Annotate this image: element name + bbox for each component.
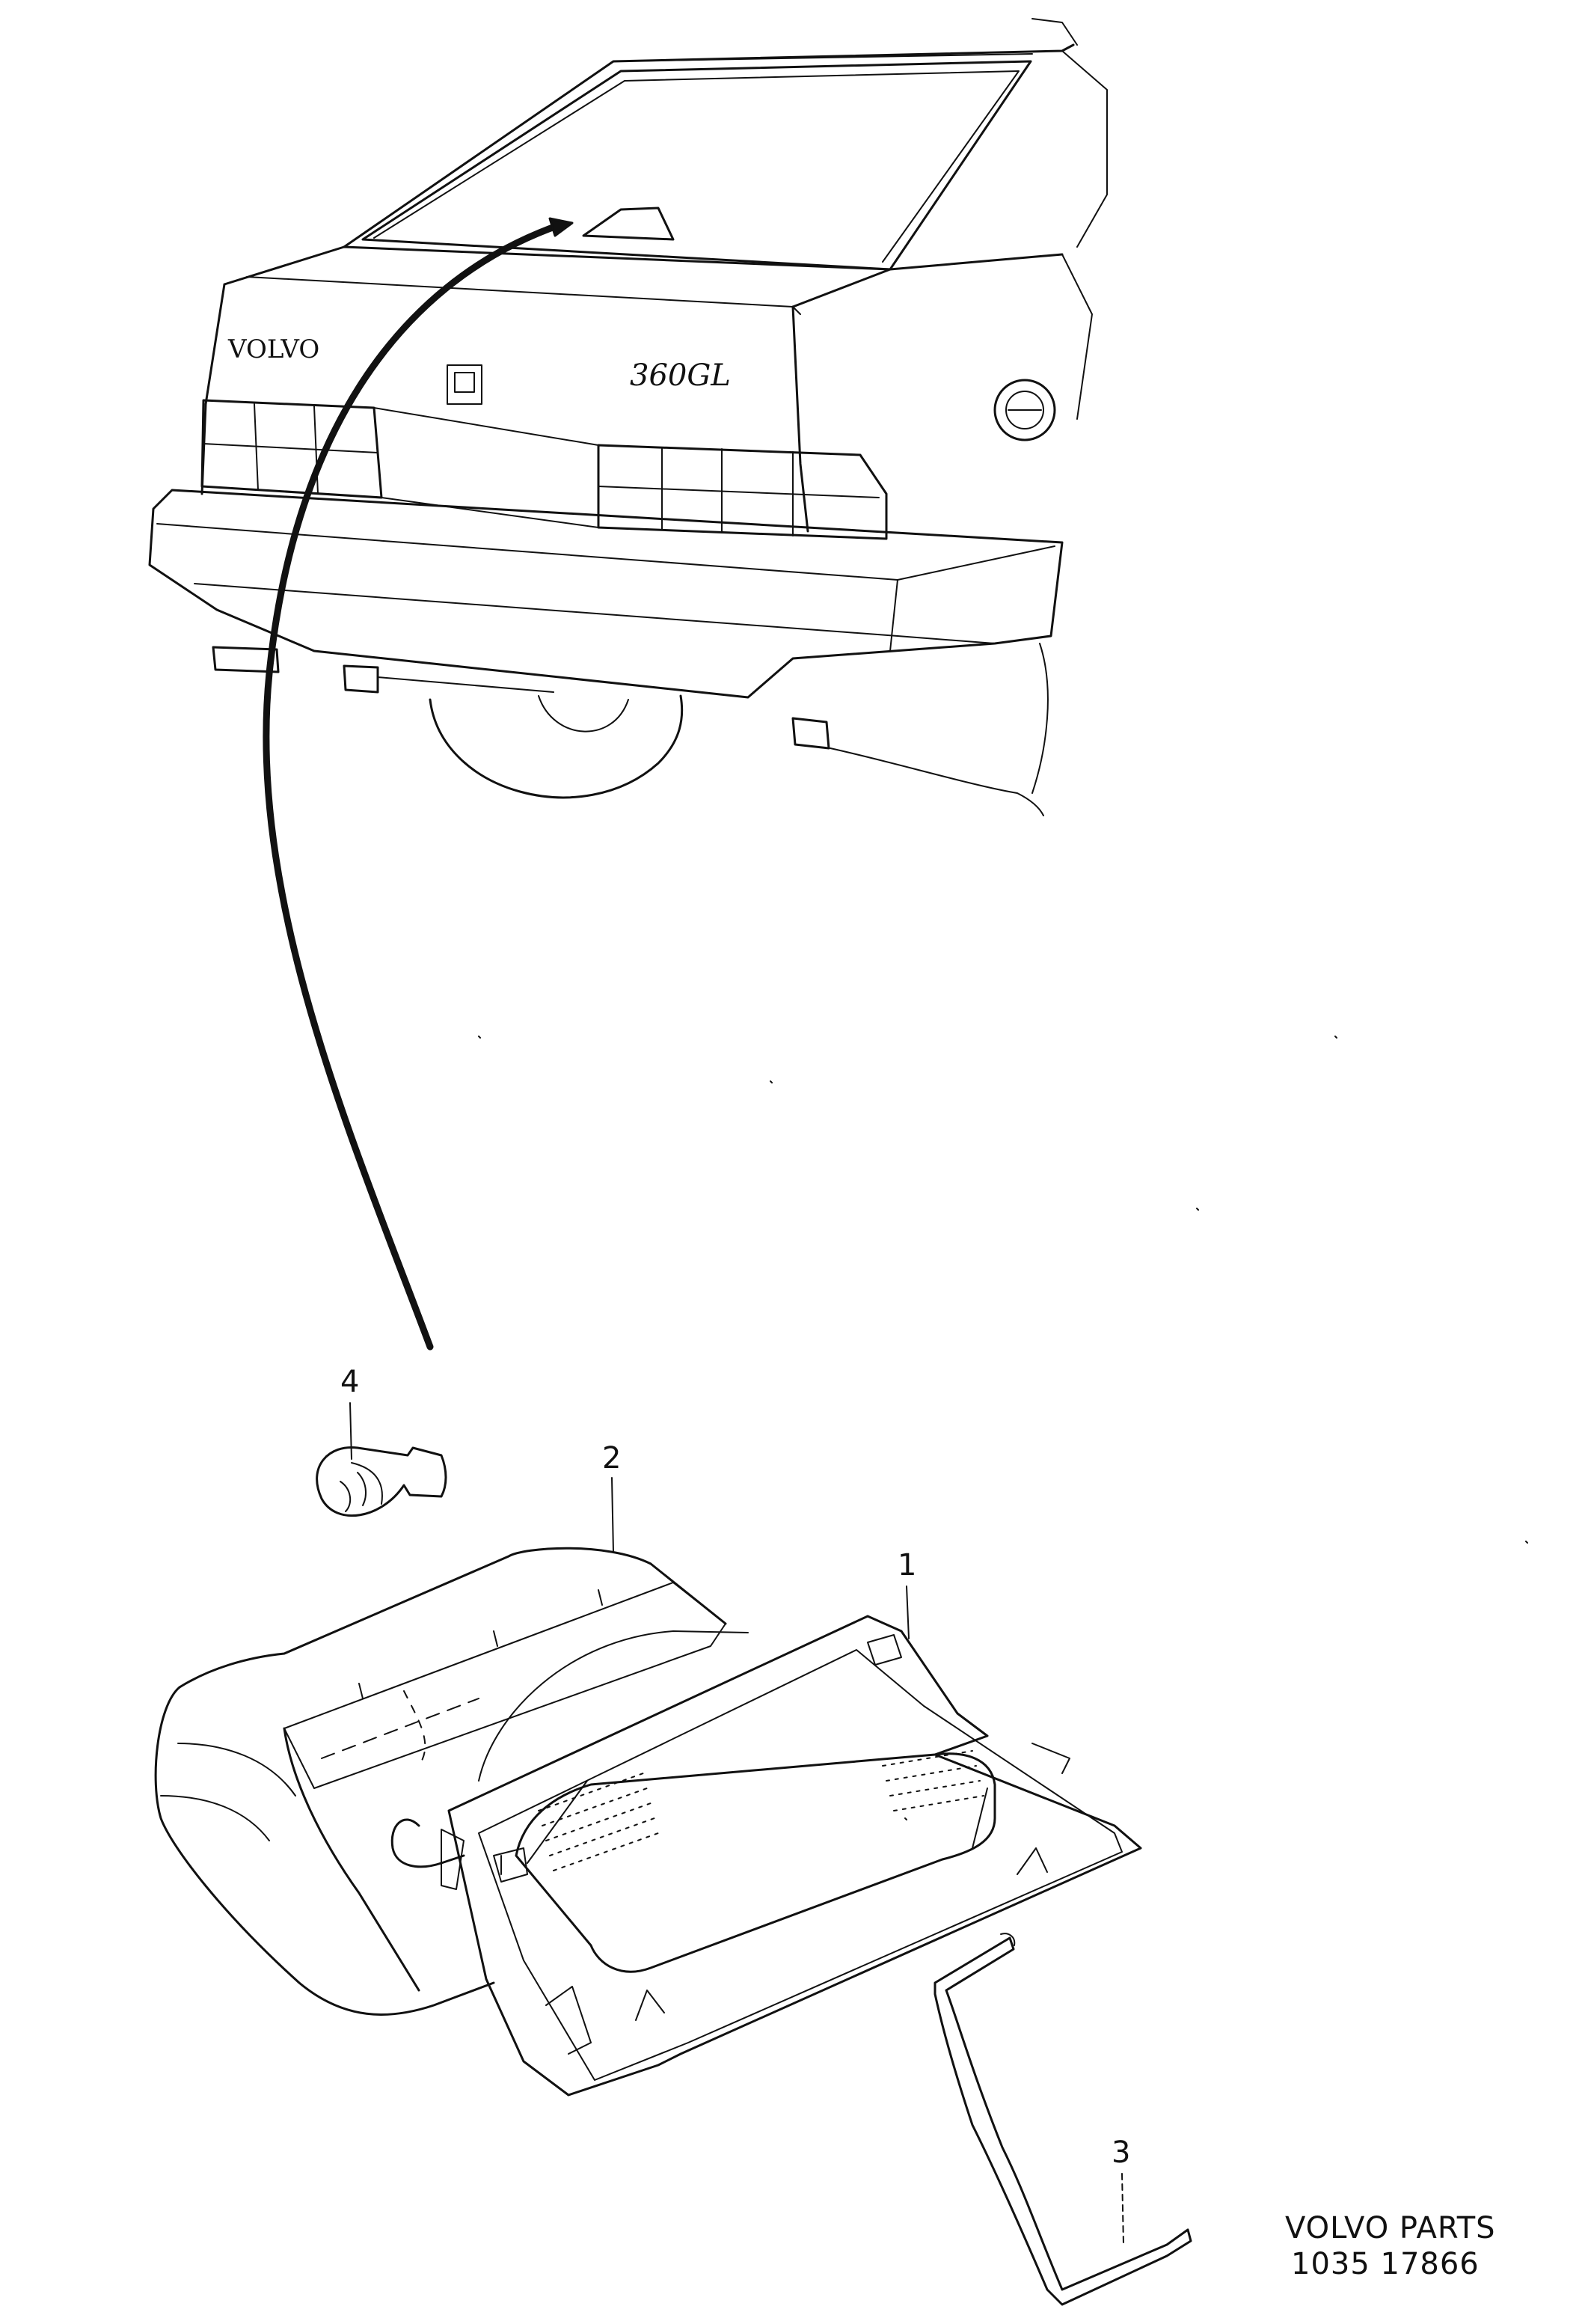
footer-title: VOLVO PARTS <box>1285 2211 1496 2245</box>
location-arrow <box>263 221 565 1351</box>
callout-label-4: 4 <box>340 1365 359 1399</box>
footer-caption: VOLVO PARTS 1035 17866 <box>1285 2210 1509 2282</box>
car-rear-illustration: VOLVO 360GL <box>148 18 1108 1351</box>
brand-badge: VOLVO <box>227 334 319 364</box>
model-badge: 360GL <box>630 358 731 393</box>
lamp-housing-part <box>154 1547 749 2016</box>
callout-label-3: 3 <box>1112 2135 1130 2170</box>
callout-2: 2 <box>602 1441 621 1553</box>
exhaust-left <box>343 664 379 694</box>
scan-specks <box>478 1036 1528 1820</box>
exhaust-right <box>791 717 830 750</box>
footer-code: 1035 17866 <box>1291 2247 1480 2281</box>
bracket-part <box>934 1933 1192 2306</box>
callout-label-1: 1 <box>898 1548 916 1583</box>
callout-label-2: 2 <box>602 1441 621 1476</box>
callout-1: 1 <box>898 1548 916 1639</box>
lock-icon <box>447 364 482 405</box>
callout-3: 3 <box>1112 2135 1130 2245</box>
rear-wheels <box>429 643 1049 816</box>
tow-bar <box>212 646 280 673</box>
fuel-cap <box>993 379 1056 441</box>
left-tail-light <box>200 399 383 499</box>
lens-frame-part <box>447 1615 1142 2097</box>
rear-window <box>361 60 1032 271</box>
callout-4: 4 <box>340 1365 359 1460</box>
wiper-housing <box>582 207 675 241</box>
bulb-part <box>316 1446 447 1517</box>
rear-bumper <box>148 489 1064 699</box>
